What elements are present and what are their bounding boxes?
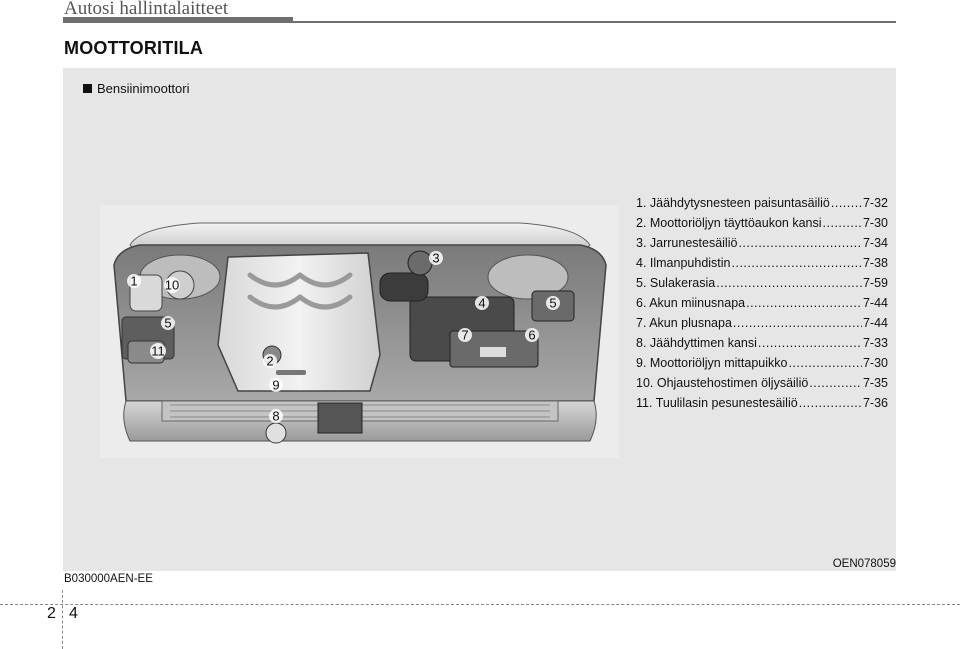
legend-item-label: 10. Ohjaustehostimen öljysäiliö: [636, 376, 809, 390]
legend-item-label: 7. Akun plusnapa: [636, 316, 732, 330]
callout-9: 9: [269, 378, 283, 393]
page-number: 4: [69, 605, 78, 622]
oil-dipstick: [276, 370, 306, 375]
legend-item: 11. Tuulilasin pesunestesäiliö 7-36: [636, 393, 888, 413]
legend-item-label: 11. Tuulilasin pesunestesäiliö: [636, 396, 798, 410]
callout-label-7: 7: [461, 328, 468, 343]
callout-6: 6: [525, 328, 539, 343]
legend-item: 1. Jäähdytysnesteen paisuntasäiliö 7-32: [636, 193, 888, 213]
square-bullet-icon: [83, 84, 92, 93]
leader-dots: [809, 373, 862, 393]
hood-latch: [317, 402, 363, 434]
air-intake-duct: [379, 272, 429, 302]
header-rule-thin: [293, 21, 896, 23]
legend-item-page: 7-33: [862, 336, 888, 350]
callout-label-9: 9: [272, 378, 279, 393]
leader-dots: [716, 273, 862, 293]
legend-item-label: 6. Akun miinusnapa: [636, 296, 746, 310]
leader-dots: [831, 193, 862, 213]
legend-item: 3. Jarrunestesäiliö 7-34: [636, 233, 888, 253]
legend-item: 8. Jäähdyttimen kansi 7-33: [636, 333, 888, 353]
legend-item-label: 8. Jäähdyttimen kansi: [636, 336, 757, 350]
leader-dots: [799, 393, 862, 413]
leader-dots: [823, 213, 862, 233]
radiator-cap: [265, 422, 287, 444]
section-title: MOOTTORITILA: [64, 38, 204, 58]
legend-item-page: 7-36: [862, 396, 888, 410]
callout-label-5-right: 5: [549, 296, 556, 311]
legend-item-page: 7-44: [862, 296, 888, 310]
engine-bay-illustration: 1 10 5 11 2 9 8 3 4 7 6 5: [100, 205, 619, 458]
legend-item-page: 7-34: [862, 236, 888, 250]
legend-item: 4. Ilmanpuhdistin 7-38: [636, 253, 888, 273]
subheading: Bensiinimoottori: [83, 81, 190, 96]
leader-dots: [788, 353, 862, 373]
legend-item-page: 7-30: [862, 216, 888, 230]
legend-item: 5. Sulakerasia 7-59: [636, 273, 888, 293]
callout-label-11: 11: [151, 344, 165, 359]
legend-item-label: 1. Jäähdytysnesteen paisuntasäiliö: [636, 196, 830, 210]
running-header-title: Autosi hallintalaitteet: [64, 0, 229, 19]
callout-1: 1: [127, 274, 141, 289]
legend-item-page: 7-38: [862, 256, 888, 270]
callout-label-1: 1: [130, 274, 137, 289]
header-rule-thick: [63, 17, 293, 23]
callout-label-2: 2: [266, 354, 273, 369]
subheading-label: Bensiinimoottori: [97, 81, 190, 96]
leader-dots: [758, 333, 862, 353]
callout-7: 7: [458, 328, 472, 343]
legend-item-label: 2. Moottoriöljyn täyttöaukon kansi: [636, 216, 822, 230]
callout-5-right: 5: [546, 296, 560, 311]
legend-item-label: 5. Sulakerasia: [636, 276, 716, 290]
document-code: B030000AEN-EE: [64, 573, 153, 585]
legend-item-page: 7-59: [862, 276, 888, 290]
battery-label: [480, 347, 506, 357]
legend-item: 7. Akun plusnapa 7-44: [636, 313, 888, 333]
intake-runners: [247, 272, 353, 310]
footer-dashed-rule: [0, 604, 960, 605]
legend-item: 2. Moottoriöljyn täyttöaukon kansi 7-30: [636, 213, 888, 233]
right-strut-tower: [487, 254, 569, 300]
footer-vertical-rule: [62, 590, 63, 649]
leader-dots: [732, 253, 862, 273]
image-code: OEN078059: [832, 558, 896, 570]
legend-item-page: 7-32: [862, 196, 888, 210]
callout-3: 3: [429, 251, 443, 266]
leader-dots: [746, 293, 862, 313]
legend-item: 10. Ohjaustehostimen öljysäiliö 7-35: [636, 373, 888, 393]
callout-2: 2: [263, 354, 277, 369]
legend-item-page: 7-35: [862, 376, 888, 390]
callout-5-left: 5: [161, 316, 175, 331]
callout-11: 11: [150, 343, 166, 359]
leader-dots: [733, 313, 862, 333]
legend-item-label: 3. Jarrunestesäiliö: [636, 236, 738, 250]
legend-item-label: 4. Ilmanpuhdistin: [636, 256, 731, 270]
callout-label-8: 8: [272, 409, 279, 424]
callout-label-5-left: 5: [164, 316, 171, 331]
callout-8: 8: [269, 409, 283, 424]
callout-label-6: 6: [528, 328, 535, 343]
legend-item-page: 7-44: [862, 316, 888, 330]
leader-dots: [738, 233, 862, 253]
legend-item-label: 9. Moottoriöljyn mittapuikko: [636, 356, 788, 370]
callout-10: 10: [164, 277, 180, 293]
brake-reservoir: [407, 250, 433, 276]
chapter-number: 2: [47, 605, 56, 622]
legend-item: 6. Akun miinusnapa 7-44: [636, 293, 888, 313]
engine-cover: [217, 252, 381, 392]
callout-label-3: 3: [432, 251, 439, 266]
component-legend: 1. Jäähdytysnesteen paisuntasäiliö 7-32 2…: [636, 193, 888, 413]
callout-label-10: 10: [165, 278, 179, 293]
legend-item: 9. Moottoriöljyn mittapuikko 7-30: [636, 353, 888, 373]
legend-item-page: 7-30: [862, 356, 888, 370]
callout-label-4: 4: [478, 296, 485, 311]
callout-4: 4: [475, 296, 489, 311]
